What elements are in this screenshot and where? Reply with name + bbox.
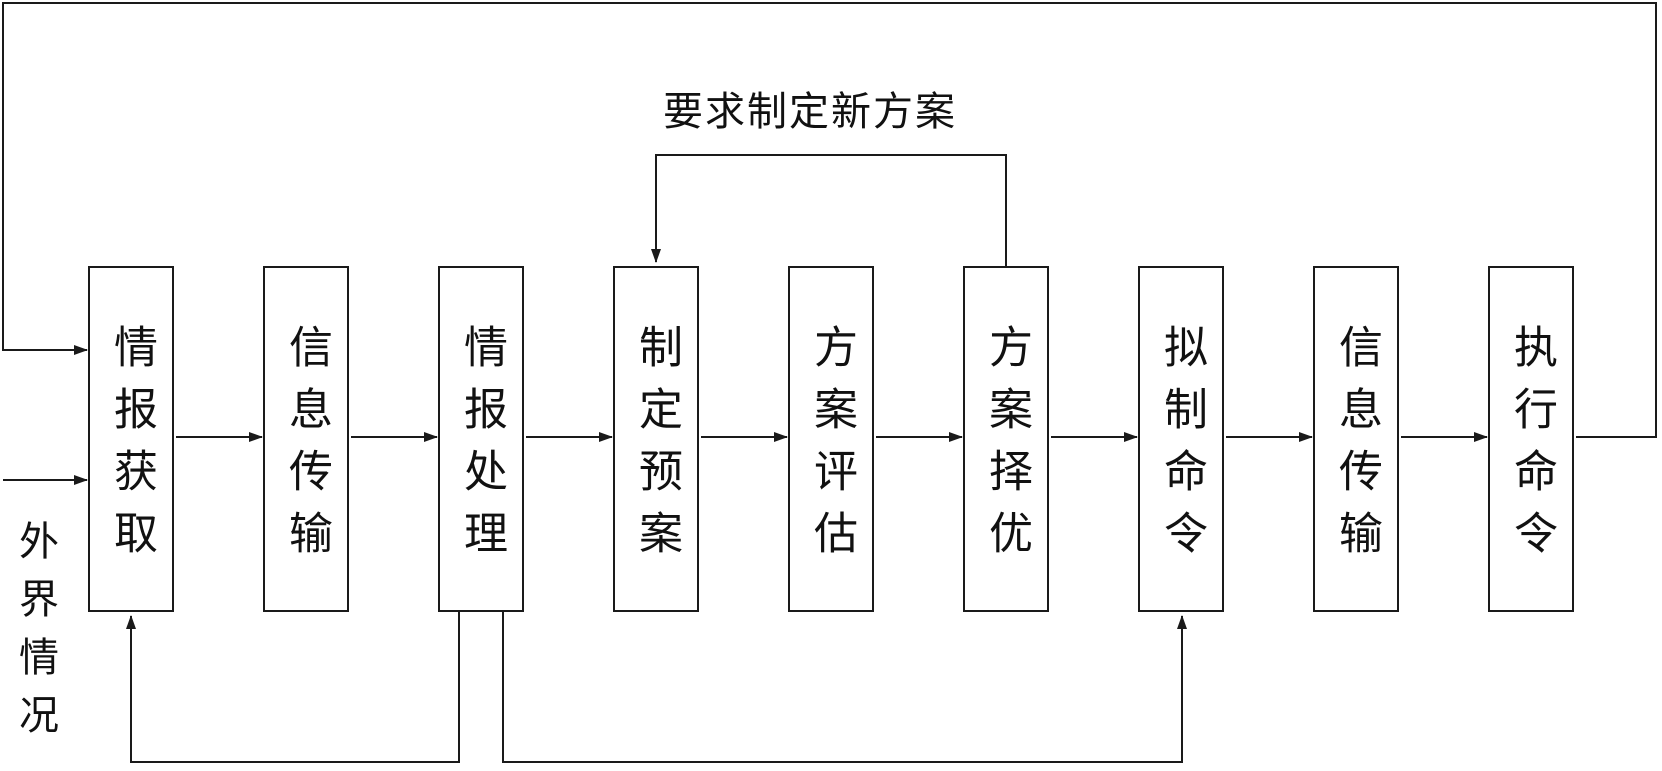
box-label: 执行命令	[1506, 324, 1557, 572]
process-to-acquire-feedback	[126, 612, 460, 763]
box-label: 制定预案	[631, 324, 682, 572]
box-label: 信息传输	[1331, 324, 1382, 572]
box-plan-select: 方案择优	[963, 266, 1049, 612]
box-intel-acquire: 情报获取	[88, 266, 174, 612]
box-info-transmit-1: 信息传输	[263, 266, 349, 612]
box-label: 方案评估	[806, 324, 857, 572]
box-label: 情报获取	[106, 324, 157, 572]
new-plan-feedback-label: 要求制定新方案	[663, 89, 957, 135]
outer-feedback-loop	[2, 2, 1657, 438]
box-label: 方案择优	[981, 324, 1032, 572]
box-plan-evaluate: 方案评估	[788, 266, 874, 612]
box-draft-command: 拟制命令	[1138, 266, 1224, 612]
box-intel-process: 情报处理	[438, 266, 524, 612]
box-label: 拟制命令	[1156, 324, 1207, 572]
process-to-command-bypass	[502, 612, 1187, 763]
box-label: 情报处理	[456, 324, 507, 572]
external-situation-label: 外界情况	[12, 520, 58, 752]
box-execute-command: 执行命令	[1488, 266, 1574, 612]
box-label: 信息传输	[281, 324, 332, 572]
box-draft-plan: 制定预案	[613, 266, 699, 612]
new-plan-feedback-loop	[651, 154, 1007, 266]
box-info-transmit-2: 信息传输	[1313, 266, 1399, 612]
